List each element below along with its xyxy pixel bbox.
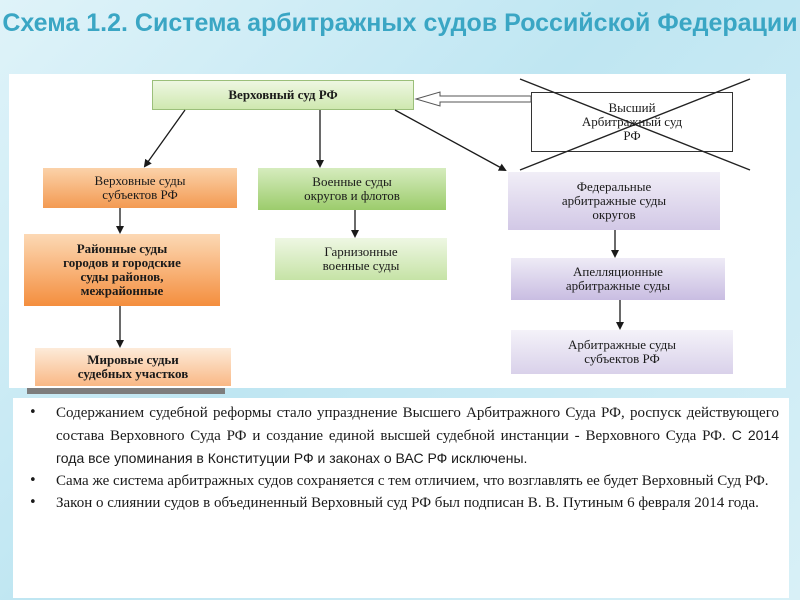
node-district-courts: Районные суды городов и городские суды р… xyxy=(16,234,220,314)
node-vas: Высший Арбитражный суд РФ xyxy=(531,92,733,152)
node-subject-courts-label: Верховные суды субъектов РФ xyxy=(94,173,186,202)
node-supreme-label: Верховный суд РФ xyxy=(228,87,338,102)
node-federal-arbitration-wrap: Федеральные арбитражные суды округов xyxy=(500,172,720,238)
bullet-item: Закон о слиянии судов в объединенный Вер… xyxy=(13,492,779,514)
node-appeal-arbitration-label: Апелляционные арбитражные суды xyxy=(565,264,671,293)
node-magistrates: Мировые судьи судебных участков xyxy=(27,348,231,394)
node-subject-courts: Верховные суды субъектов РФ xyxy=(35,168,237,216)
node-federal-arbitration: Федеральные арбитражные суды округов xyxy=(500,172,720,238)
node-subject-courts-wrap: Верховные суды субъектов РФ xyxy=(35,168,237,216)
node-subject-arbitration: Арбитражные суды субъектов РФ xyxy=(503,330,733,382)
node-magistrates-label: Мировые судьи судебных участков xyxy=(77,352,189,381)
node-subject-arbitration-label: Арбитражные суды субъектов РФ xyxy=(568,337,676,366)
bullet-list-panel: Содержанием судебной реформы стало упраз… xyxy=(13,398,789,598)
node-military-courts-label: Военные суды округов и флотов xyxy=(304,174,400,203)
node-supreme-wrap: Верховный суд РФ xyxy=(145,80,414,117)
node-supreme: Верховный суд РФ xyxy=(145,80,414,117)
node-military-courts: Военные суды округов и флотов xyxy=(250,168,446,218)
bullet-text-tail: С 2014 года все упоминания в Конституции… xyxy=(56,427,779,466)
node-appeal-arbitration: Апелляционные арбитражные суды xyxy=(503,258,725,308)
bullet-list: Содержанием судебной реформы стало упраз… xyxy=(13,402,779,514)
bullet-item: Сама же система арбитражных судов сохран… xyxy=(13,470,779,492)
node-district-courts-wrap: Районные суды городов и городские суды р… xyxy=(16,234,220,314)
bullet-text: Содержанием судебной реформы стало упраз… xyxy=(56,405,779,444)
bullet-item: Содержанием судебной реформы стало упраз… xyxy=(13,402,779,470)
node-military-courts-wrap: Военные суды округов и флотов xyxy=(250,168,446,218)
node-vas-label: Высший Арбитражный суд РФ xyxy=(581,100,683,143)
bullet-text: Закон о слиянии судов в объединенный Вер… xyxy=(56,495,759,511)
node-appeal-arbitration-wrap: Апелляционные арбитражные суды xyxy=(503,258,725,308)
node-magistrates-wrap: Мировые судьи судебных участков xyxy=(27,348,231,394)
node-subject-arbitration-wrap: Арбитражные суды субъектов РФ xyxy=(503,330,733,382)
node-garrison-courts-wrap: Гарнизонные военные суды xyxy=(267,238,447,288)
node-vas-wrap: Высший Арбитражный суд РФ xyxy=(531,92,733,152)
node-district-courts-label: Районные суды городов и городские суды р… xyxy=(63,241,181,298)
page-title: Схема 1.2. Система арбитражных судов Рос… xyxy=(2,9,798,37)
node-federal-arbitration-label: Федеральные арбитражные суды округов xyxy=(561,179,667,222)
node-garrison-courts: Гарнизонные военные суды xyxy=(267,238,447,288)
node-garrison-courts-label: Гарнизонные военные суды xyxy=(322,244,400,273)
bullet-text: Сама же система арбитражных судов сохран… xyxy=(56,473,769,489)
